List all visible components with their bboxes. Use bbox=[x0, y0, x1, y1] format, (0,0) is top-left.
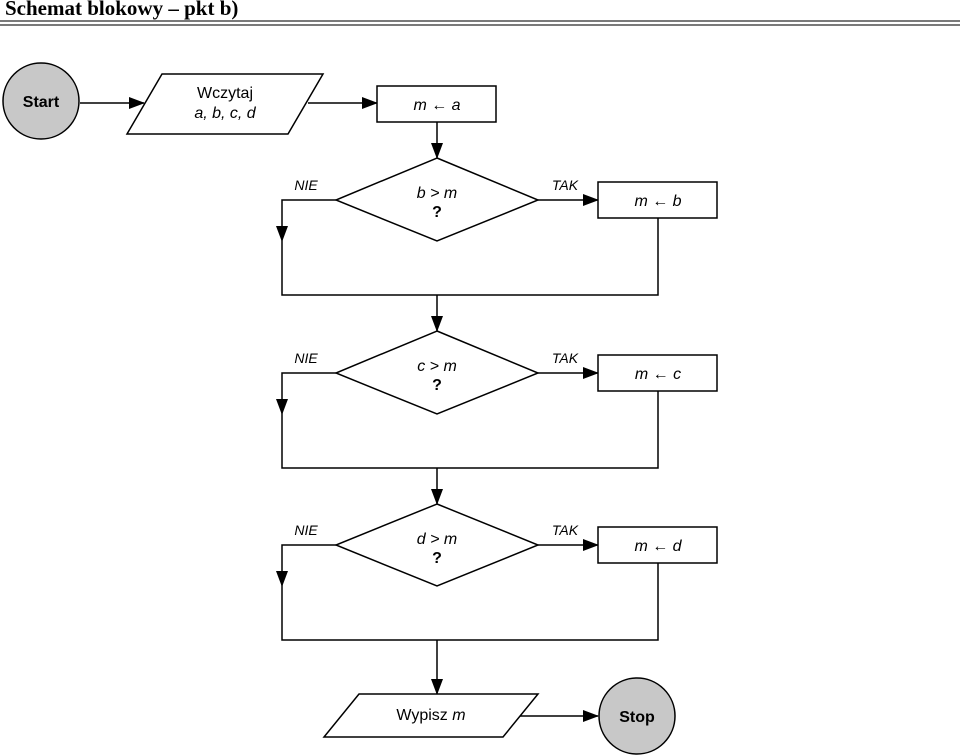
decision-1-yes-label: TAK bbox=[552, 177, 579, 193]
stop-label: Stop bbox=[619, 709, 655, 726]
title-rule-bottom bbox=[0, 24, 960, 26]
page-title: Schemat blokowy – pkt b) bbox=[5, 0, 239, 20]
output-label-var: m bbox=[452, 707, 465, 724]
assign-a-node bbox=[376, 85, 497, 123]
assign-b-label: m ← b bbox=[634, 193, 681, 210]
decision-1-no-label: NIE bbox=[294, 177, 318, 193]
edge-dec1-no bbox=[276, 199, 336, 242]
edge-merge1 bbox=[281, 218, 659, 296]
edge-dec2-no bbox=[276, 372, 336, 415]
decision-2-no-label: NIE bbox=[294, 350, 318, 366]
input-label-line2: a, b, c, d bbox=[194, 105, 256, 122]
start-node bbox=[2, 62, 80, 140]
decision-3-no-label: NIE bbox=[294, 522, 318, 538]
decision-1-question: ? bbox=[432, 204, 442, 221]
decision-2-yes-label: TAK bbox=[552, 350, 579, 366]
edge-merge2 bbox=[281, 391, 659, 469]
output-node bbox=[322, 693, 540, 738]
edge-merge3 bbox=[281, 563, 659, 641]
title-rule-top bbox=[0, 20, 960, 22]
output-label: Wypisz m bbox=[396, 707, 465, 724]
assign-d-node bbox=[597, 526, 718, 564]
assign-d-label: m ← d bbox=[634, 538, 682, 555]
decision-2-label: c > m bbox=[417, 358, 457, 375]
decision-2-node bbox=[334, 330, 540, 415]
decision-1-label: b > m bbox=[417, 185, 457, 202]
output-label-word: Wypisz bbox=[396, 707, 447, 724]
assign-c-node bbox=[597, 354, 718, 392]
decision-2-question: ? bbox=[432, 377, 442, 394]
input-label-line1: Wczytaj bbox=[197, 85, 253, 102]
decision-3-label: d > m bbox=[417, 531, 457, 548]
input-node bbox=[125, 73, 325, 135]
decision-3-question: ? bbox=[432, 550, 442, 567]
decision-3-node bbox=[334, 503, 540, 587]
decision-3-yes-label: TAK bbox=[552, 522, 579, 538]
assign-a-label: m ← a bbox=[413, 97, 460, 114]
start-label: Start bbox=[23, 94, 60, 111]
stop-node bbox=[598, 677, 676, 755]
edge-dec3-no bbox=[276, 544, 336, 587]
assign-b-node bbox=[597, 181, 718, 219]
decision-1-node bbox=[334, 157, 540, 242]
assign-c-label: m ← c bbox=[635, 366, 681, 383]
